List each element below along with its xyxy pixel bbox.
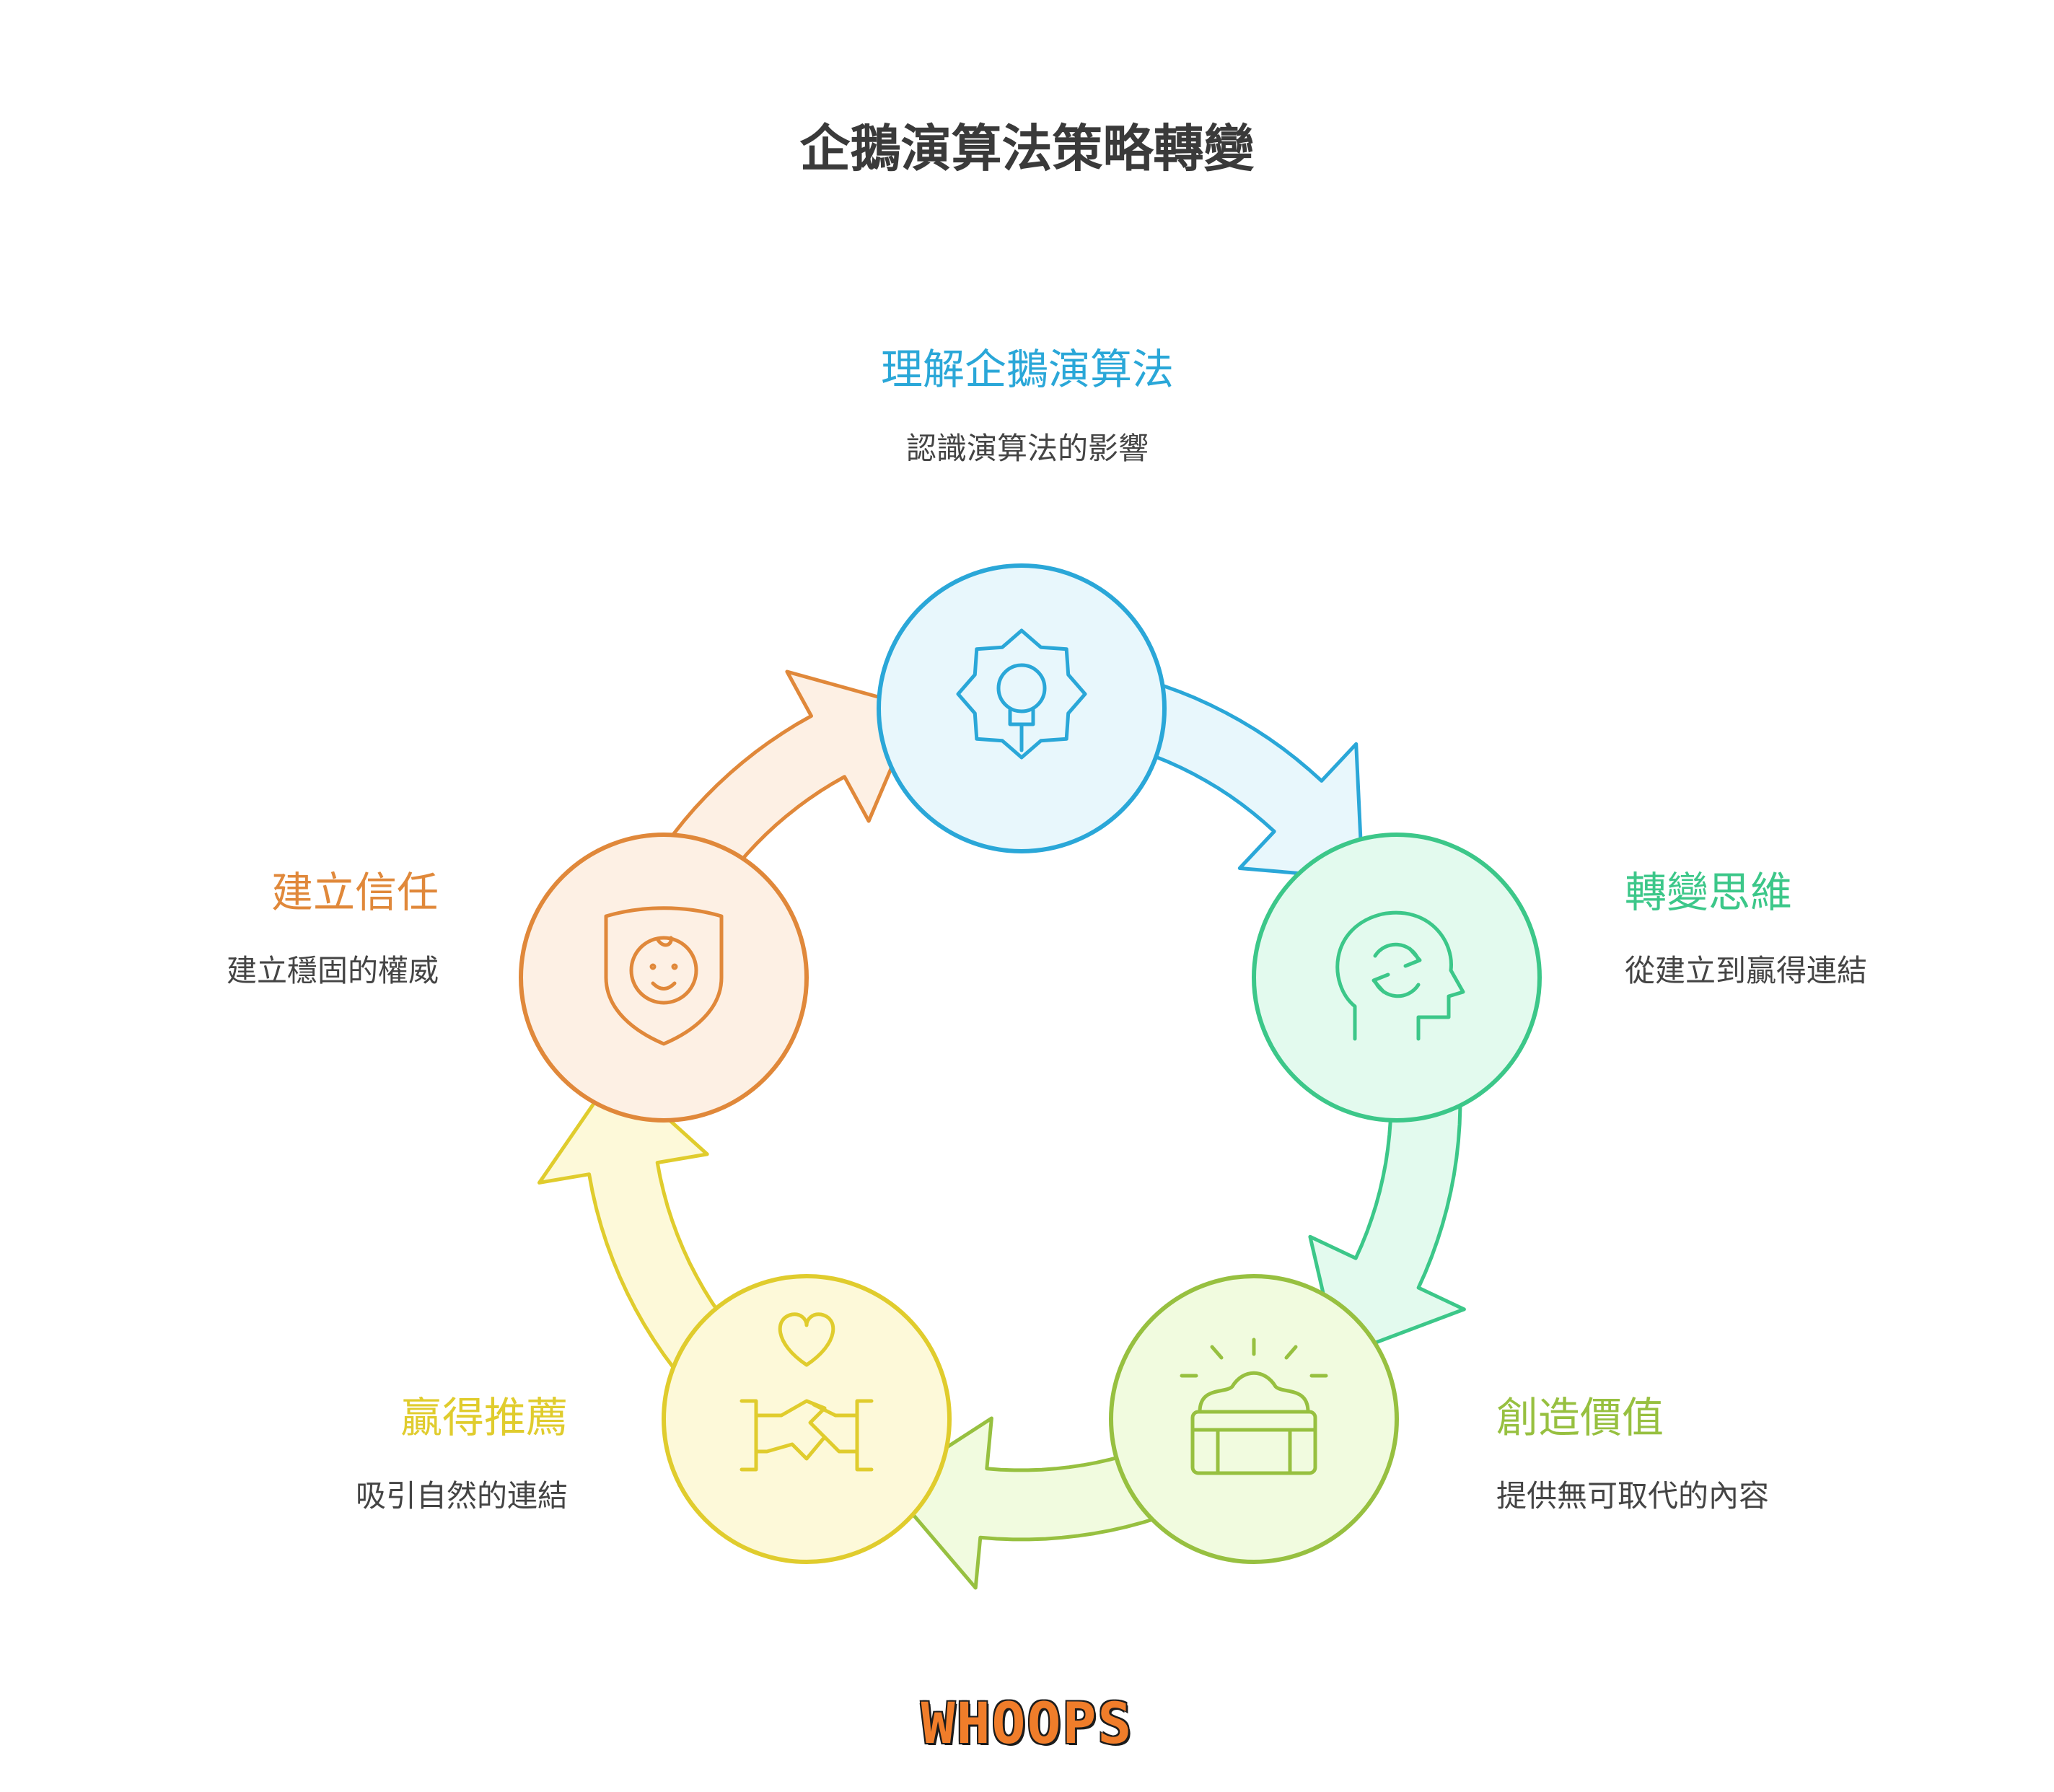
whoops-logo: WHOOPS [921, 1692, 1133, 1757]
step-3-circle [1109, 1274, 1399, 1564]
step-4-circle [662, 1274, 952, 1564]
head-refresh-icon [1335, 910, 1465, 1041]
step-1-title: 理解企鵝演算法 [880, 345, 1174, 394]
step-4-title: 贏得推薦 [400, 1393, 568, 1442]
step-5-title: 建立信任 [271, 868, 439, 917]
page-title: 企鵝演算法策略轉變 [799, 119, 1255, 178]
gear-lightbulb-icon [956, 628, 1087, 760]
step-1-desc: 認識演算法的影響 [905, 431, 1149, 466]
step-3-title: 創造價值 [1496, 1393, 1664, 1442]
step-2-desc: 從建立到贏得連結 [1625, 953, 1868, 988]
treasure-chest-icon [1180, 1338, 1328, 1475]
shield-face-icon [604, 906, 724, 1046]
step-2-title: 轉變思維 [1625, 868, 1793, 917]
step-2-circle [1252, 833, 1542, 1123]
step-5-desc: 建立穩固的權威 [226, 953, 439, 988]
handshake-heart-icon [739, 1312, 874, 1472]
step-1-circle [877, 563, 1167, 853]
step-4-desc: 吸引自然的連結 [355, 1478, 568, 1514]
step-5-circle [519, 833, 809, 1123]
step-3-desc: 提供無可取代的內容 [1496, 1478, 1770, 1514]
